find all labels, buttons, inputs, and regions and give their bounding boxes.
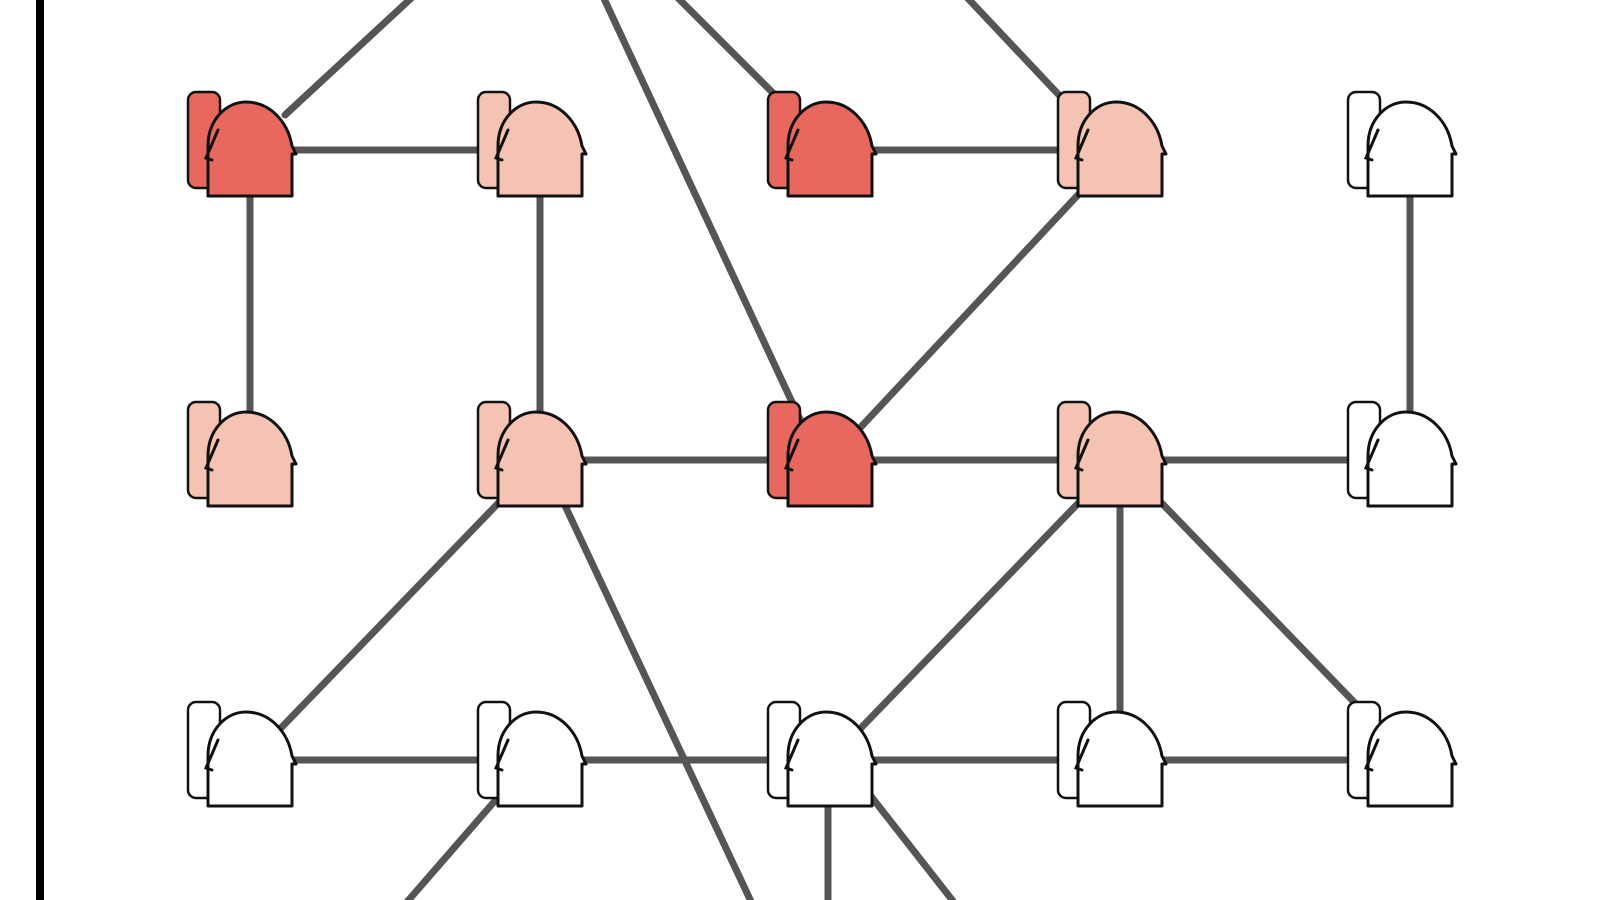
arm-shape — [203, 738, 220, 772]
person-body-shape — [206, 100, 298, 198]
person-with-phone-icon — [1346, 700, 1458, 808]
person-with-phone-icon — [476, 700, 588, 808]
person-body-shape — [496, 100, 588, 198]
arm-shape — [493, 128, 510, 162]
left-frame-line — [36, 0, 44, 900]
person-with-phone-icon — [766, 400, 878, 508]
person-body-shape — [1366, 710, 1458, 808]
arm-shape — [1073, 438, 1090, 472]
nodes-layer — [186, 90, 1458, 808]
edge-r2c3-offcanvas — [600, 0, 809, 434]
arm-shape — [1363, 438, 1380, 472]
person-body-shape — [1076, 710, 1168, 808]
edge-r3c2-offcanvas — [404, 791, 504, 900]
person-body-shape — [1366, 100, 1458, 198]
person-body-shape — [1076, 410, 1168, 508]
node-r3c3 — [766, 700, 878, 808]
node-r1c5 — [1346, 90, 1458, 198]
arm-shape — [493, 438, 510, 472]
node-r2c5 — [1346, 400, 1458, 508]
arm-shape — [1363, 738, 1380, 772]
arm-shape — [783, 738, 800, 772]
node-r1c2 — [476, 90, 588, 198]
person-body-shape — [786, 410, 878, 508]
edge-r3c3-offcanvas-diag — [866, 791, 957, 900]
person-with-phone-icon — [186, 400, 298, 508]
arm-shape — [1073, 738, 1090, 772]
arm-shape — [493, 738, 510, 772]
node-r2c2 — [476, 400, 588, 508]
partial-edges-layer — [281, 0, 1079, 900]
person-body-shape — [206, 710, 298, 808]
person-with-phone-icon — [766, 700, 878, 808]
edge-r1c4-offcanvas — [964, 0, 1079, 116]
node-r1c4 — [1056, 90, 1168, 198]
person-with-phone-icon — [1056, 700, 1168, 808]
person-with-phone-icon — [1346, 90, 1458, 198]
edge-r1c3-offcanvas — [675, 0, 794, 114]
edge-r2c2-offcanvas — [556, 491, 755, 900]
arm-shape — [203, 128, 220, 162]
node-r3c4 — [1056, 700, 1168, 808]
person-body-shape — [786, 100, 878, 198]
node-r3c5 — [1346, 700, 1458, 808]
person-with-phone-icon — [1346, 400, 1458, 508]
person-body-shape — [1076, 100, 1168, 198]
person-with-phone-icon — [1056, 90, 1168, 198]
arm-shape — [203, 438, 220, 472]
person-with-phone-icon — [1056, 400, 1168, 508]
edge-r2c2-r3c1 — [246, 456, 544, 764]
edge-r1c4-r2c3 — [826, 146, 1124, 464]
edge-r2c4-r3c3 — [826, 456, 1124, 764]
edge-r1c1-offcanvas — [281, 0, 415, 119]
person-body-shape — [496, 710, 588, 808]
node-r2c4 — [1056, 400, 1168, 508]
node-r2c3 — [766, 400, 878, 508]
person-with-phone-icon — [186, 90, 298, 198]
node-r3c1 — [186, 700, 298, 808]
arm-shape — [1073, 128, 1090, 162]
arm-shape — [783, 128, 800, 162]
person-with-phone-icon — [186, 700, 298, 808]
person-with-phone-icon — [476, 400, 588, 508]
person-body-shape — [1366, 410, 1458, 508]
person-body-shape — [206, 410, 298, 508]
person-with-phone-icon — [766, 90, 878, 198]
node-r1c3 — [766, 90, 878, 198]
node-r1c1 — [186, 90, 298, 198]
person-with-phone-icon — [476, 90, 588, 198]
arm-shape — [1363, 128, 1380, 162]
arm-shape — [783, 438, 800, 472]
person-body-shape — [786, 710, 878, 808]
node-r2c1 — [186, 400, 298, 508]
node-r3c2 — [476, 700, 588, 808]
person-body-shape — [496, 410, 588, 508]
